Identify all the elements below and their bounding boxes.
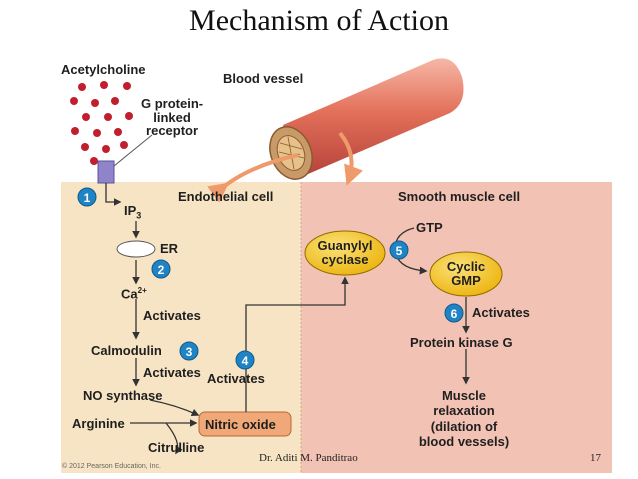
footer-author: Dr. Aditi M. Panditrao	[259, 452, 358, 464]
acetylcholine-label: Acetylcholine	[61, 62, 146, 77]
copyright-credit: © 2012 Pearson Education, Inc.	[62, 463, 161, 470]
nitric-oxide-label: Nitric oxide	[205, 417, 276, 432]
cyclic-gmp-label: Cyclic GMP	[446, 259, 486, 288]
svg-text:2: 2	[158, 263, 165, 277]
ip3-label: IP3	[124, 203, 142, 221]
cyclic-gmp-node	[429, 251, 503, 297]
blood-vessel-illustration	[269, 58, 464, 180]
arginine-label: Arginine	[72, 416, 125, 431]
svg-text:3: 3	[186, 345, 193, 359]
svg-text:4: 4	[242, 354, 249, 368]
no-synthase-label: NO synthase	[83, 388, 163, 403]
activates-label-3: Activates	[207, 371, 265, 386]
smooth-muscle-cell-panel	[301, 182, 612, 473]
guanylyl-cyclase-node	[304, 230, 386, 276]
protein-kinase-g-label: Protein kinase G	[410, 335, 513, 350]
activates-label-4: Activates	[472, 305, 530, 320]
calcium-label: Ca2+	[121, 286, 147, 302]
mechanism-figure: 1 2 3 4 5 6 Acetylcholine G protein- lin…	[58, 55, 612, 473]
muscle-relaxation-label: Muscle relaxation (dilation of blood ves…	[418, 388, 510, 449]
er-label: ER	[160, 241, 179, 256]
receptor-label: G protein- linked receptor	[141, 96, 204, 139]
acetylcholine-molecules	[70, 81, 133, 165]
activates-label-1: Activates	[143, 308, 201, 323]
endothelial-cell-label: Endothelial cell	[178, 189, 274, 204]
step-2-badge: 2	[151, 259, 171, 279]
g-protein-receptor	[97, 160, 115, 184]
page-number: 17	[590, 452, 601, 464]
step-6-badge: 6	[444, 303, 464, 323]
activates-label-2: Activates	[143, 365, 201, 380]
svg-text:5: 5	[396, 244, 403, 258]
er-organelle	[116, 240, 156, 258]
slide-title: Mechanism of Action	[189, 4, 449, 37]
citrulline-label: Citrulline	[148, 440, 205, 455]
step-3-badge: 3	[179, 341, 199, 361]
step-5-badge: 5	[389, 240, 409, 260]
blood-vessel-label: Blood vessel	[223, 71, 304, 86]
pathway-diagram: 1 2 3 4 5 6	[61, 58, 612, 473]
step-4-badge: 4	[235, 350, 255, 370]
smooth-muscle-cell-label: Smooth muscle cell	[398, 189, 521, 204]
svg-text:6: 6	[451, 307, 458, 321]
step-1-badge: 1	[77, 187, 97, 207]
calmodulin-label: Calmodulin	[91, 343, 162, 358]
svg-text:1: 1	[84, 191, 91, 205]
gtp-label: GTP	[416, 220, 443, 235]
guanylyl-cyclase-label: Guanylyl cyclase	[317, 238, 373, 267]
nitric-oxide-box	[198, 411, 292, 437]
